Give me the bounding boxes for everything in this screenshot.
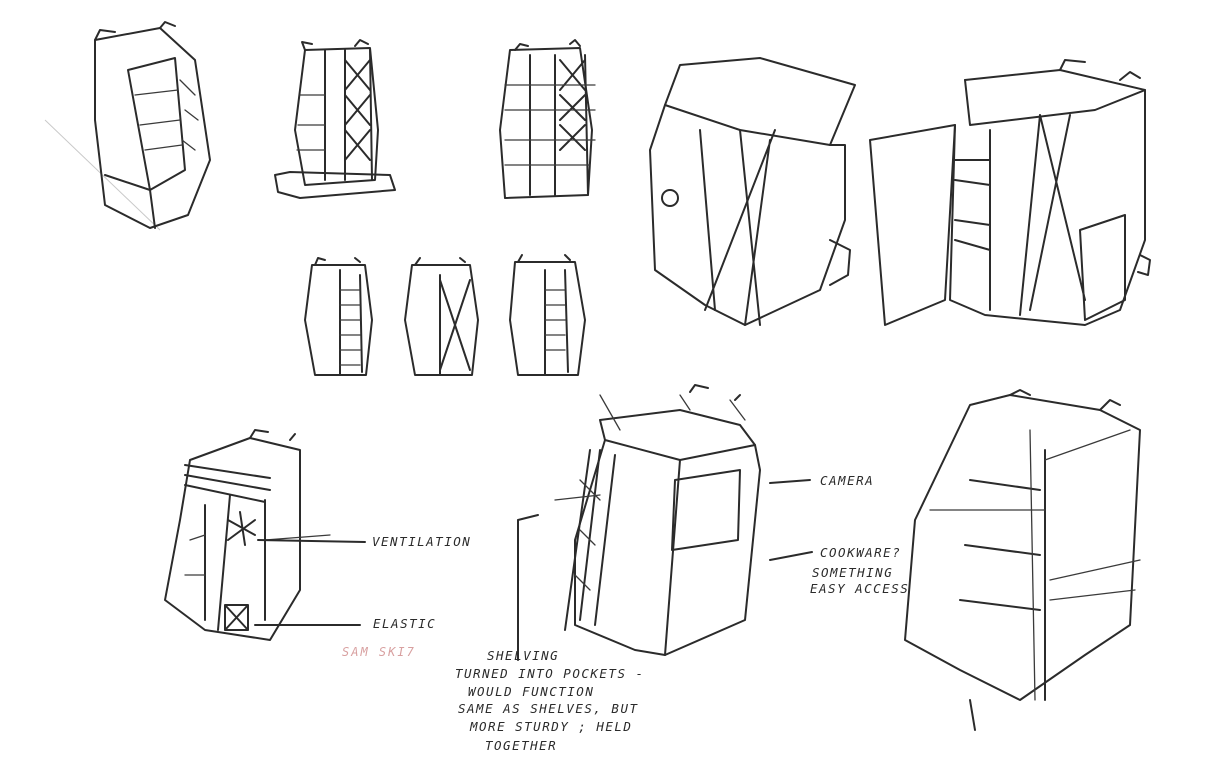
label-elastic: ELASTIC xyxy=(373,616,436,631)
label-cookware-line-1: COOKWARE? xyxy=(820,545,901,560)
sketch-backpack-ladder xyxy=(499,39,596,199)
label-ventilation: VENTILATION xyxy=(372,534,471,549)
label-shelving-line-5: MORE STURDY ; HELD xyxy=(469,719,632,734)
label-shelving-line-2: TURNED INTO POCKETS - xyxy=(455,666,645,681)
label-shelving-line-1: SHELVING xyxy=(487,648,559,663)
sketch-backpack-closed-3d xyxy=(649,57,856,326)
sketch-backpack-camera xyxy=(517,384,813,661)
signature: SAM SKI7 xyxy=(342,645,416,659)
sketch-backpack-tilted xyxy=(44,21,211,231)
sketch-backpack-open-shelves xyxy=(869,59,1151,326)
label-camera: CAMERA xyxy=(820,473,874,488)
label-shelving-line-6: TOGETHER xyxy=(485,738,557,753)
sketch-small-views xyxy=(304,254,586,376)
label-shelving-line-4: SAME AS SHELVES, BUT xyxy=(458,701,639,716)
sketch-backpack-front-lacing xyxy=(274,39,396,199)
sketch-backpack-pockets xyxy=(904,389,1141,731)
sketch-backpack-ventilation xyxy=(164,429,366,641)
label-cookware-line-2: SOMETHING xyxy=(812,565,893,580)
label-cookware-line-3: EASY ACCESS xyxy=(810,581,909,596)
annotations: VENTILATION ELASTIC SAM SKI7 CAMERA COOK… xyxy=(342,473,909,753)
label-shelving-line-3: WOULD FUNCTION xyxy=(468,684,594,699)
